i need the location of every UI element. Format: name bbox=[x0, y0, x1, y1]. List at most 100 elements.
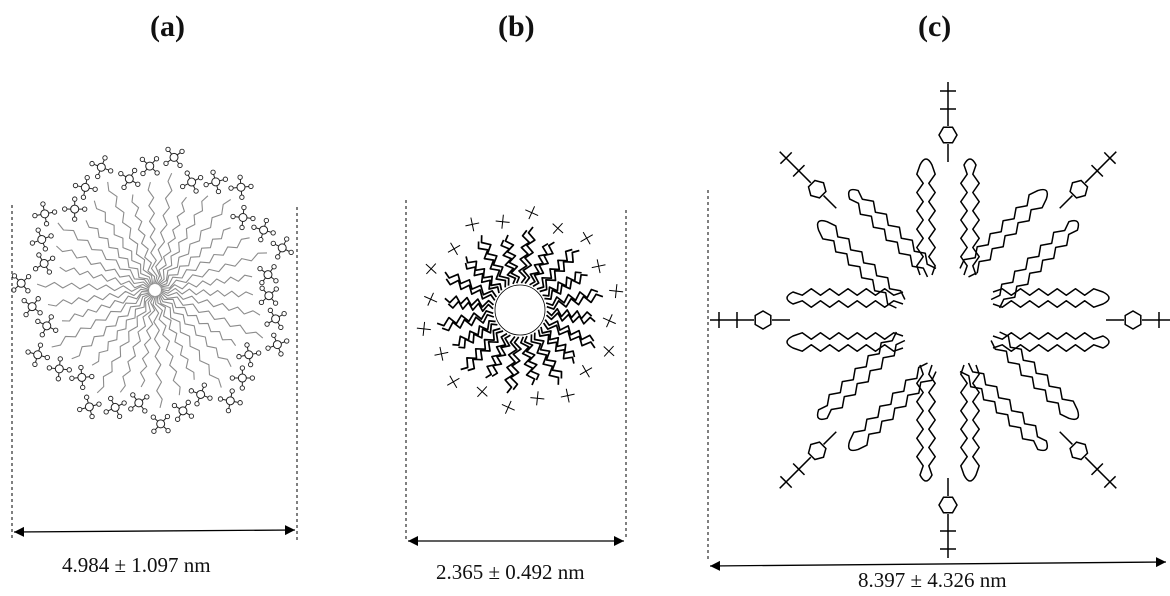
oxygen-atom-mark bbox=[92, 186, 98, 192]
surfactant-tail bbox=[504, 234, 521, 284]
oxygen-atom-mark bbox=[150, 414, 156, 420]
oxygen-bond bbox=[176, 160, 180, 165]
methyl-bond bbox=[608, 345, 614, 352]
surfactant-tail bbox=[139, 295, 156, 388]
oxygen-atom-mark bbox=[249, 375, 255, 381]
sulfate-head-group bbox=[124, 174, 134, 184]
sulfate-head-group bbox=[33, 350, 43, 360]
ammonium-head-group bbox=[530, 391, 545, 406]
oxygen-bond bbox=[280, 341, 286, 344]
surfactant-tail bbox=[530, 334, 560, 385]
oxygen-atom-mark bbox=[207, 395, 213, 401]
ammonium-head-group bbox=[501, 400, 515, 414]
oxygen-atom-mark bbox=[184, 170, 190, 176]
surfactant-tail bbox=[157, 195, 209, 286]
methyl-bond bbox=[609, 289, 617, 292]
methyl-bond bbox=[495, 220, 503, 223]
oxygen-bond bbox=[141, 397, 146, 401]
panel-c-diameter-label: 8.397 ± 4.326 nm bbox=[858, 568, 1007, 592]
surfactant-tail bbox=[467, 330, 504, 372]
oxygen-atom-mark bbox=[177, 162, 183, 169]
sulfate-head-group bbox=[244, 350, 254, 360]
oxygen-atom-mark bbox=[281, 310, 287, 317]
surfactant-tail bbox=[532, 241, 555, 288]
methyl-bond bbox=[586, 234, 593, 239]
oxygen-bond bbox=[154, 426, 159, 431]
oxygen-atom-mark bbox=[215, 188, 222, 195]
oxygen-bond bbox=[102, 159, 105, 164]
surfactant-tail bbox=[500, 239, 517, 285]
methyl-bond bbox=[476, 386, 483, 393]
methyl-bond bbox=[422, 328, 425, 336]
polyethylene-oxide-chain bbox=[959, 188, 1049, 278]
oxygen-atom-mark bbox=[139, 156, 146, 162]
polyethylene-oxide-chain bbox=[960, 364, 980, 482]
oxygen-atom-mark bbox=[272, 300, 279, 306]
oxygen-atom-mark bbox=[62, 206, 68, 212]
oxygen-atom-mark bbox=[265, 345, 271, 351]
sulfate-head-group bbox=[196, 389, 206, 399]
surfactant-tail bbox=[36, 281, 150, 292]
methyl-bond bbox=[447, 248, 455, 253]
oxygen-atom-mark bbox=[194, 401, 200, 407]
oxygen-atom-mark bbox=[37, 310, 43, 316]
oxygen-atom-mark bbox=[130, 392, 136, 398]
methyl-bond bbox=[609, 320, 616, 325]
methyl-bond bbox=[567, 393, 575, 397]
oxygen-atom-mark bbox=[250, 215, 256, 222]
ammonium-head-group bbox=[591, 259, 606, 274]
sulfur-atom-mark bbox=[110, 402, 120, 412]
oxygen-atom-mark bbox=[263, 217, 269, 224]
oxygen-bond bbox=[41, 355, 46, 358]
methyl-bond bbox=[452, 381, 458, 389]
methyl-bond bbox=[427, 299, 432, 306]
methyl-bond bbox=[501, 221, 504, 229]
panel-b-diameter-label: 2.365 ± 0.492 nm bbox=[436, 560, 585, 584]
sulfur-atom-mark bbox=[70, 204, 80, 214]
sulfur-atom-mark bbox=[77, 372, 87, 382]
sulfate-head-group bbox=[77, 372, 87, 382]
oxygen-atom-mark bbox=[193, 188, 199, 194]
sulfate-head-group bbox=[264, 291, 274, 301]
oxygen-bond bbox=[285, 249, 290, 252]
polyethylene-oxide-chain bbox=[916, 364, 936, 482]
surfactant-tail bbox=[107, 181, 154, 285]
methyl-bond bbox=[552, 223, 559, 229]
oxygen-atom-mark bbox=[251, 224, 257, 230]
panel-b-core bbox=[494, 284, 546, 336]
ammonium-head-group bbox=[560, 388, 575, 403]
sulfur-atom-mark bbox=[237, 373, 247, 383]
sulfur-atom-mark bbox=[178, 406, 188, 416]
oxygen-atom-mark bbox=[278, 351, 284, 357]
oxygen-bond bbox=[122, 174, 127, 178]
oxygen-atom-mark bbox=[165, 146, 171, 153]
oxygen-atom-mark bbox=[228, 185, 234, 191]
oxygen-bond bbox=[264, 222, 267, 227]
methyl-bond bbox=[585, 367, 593, 372]
benzene-ring bbox=[938, 126, 958, 144]
sulfur-atom-mark bbox=[80, 182, 90, 192]
methyl-bond bbox=[424, 295, 431, 300]
oxygen-atom-mark bbox=[259, 285, 265, 291]
ammonium-head-group bbox=[447, 242, 461, 256]
oxygen-bond bbox=[29, 352, 34, 355]
oxygen-atom-mark bbox=[203, 181, 209, 188]
methyl-bond bbox=[481, 386, 488, 392]
oxygen-atom-mark bbox=[273, 278, 279, 284]
oxygen-bond bbox=[197, 398, 200, 403]
oxygen-bond bbox=[93, 404, 98, 407]
oxygen-bond bbox=[176, 152, 181, 156]
oxygen-atom-mark bbox=[154, 170, 160, 176]
polyethylene-oxide-chain bbox=[990, 331, 1080, 421]
sulfur-atom-mark bbox=[33, 350, 43, 360]
oxygen-atom-mark bbox=[89, 373, 95, 380]
oxygen-atom-mark bbox=[108, 168, 114, 174]
surfactant-tail bbox=[504, 335, 518, 394]
oxygen-bond bbox=[34, 358, 38, 363]
oxygen-bond bbox=[278, 348, 281, 353]
oxygen-atom-mark bbox=[72, 196, 78, 202]
surfactant-tail bbox=[160, 274, 253, 292]
methyl-bond bbox=[557, 227, 564, 234]
sulfate-head-group bbox=[225, 396, 235, 406]
ammonium-head-group bbox=[609, 284, 624, 299]
